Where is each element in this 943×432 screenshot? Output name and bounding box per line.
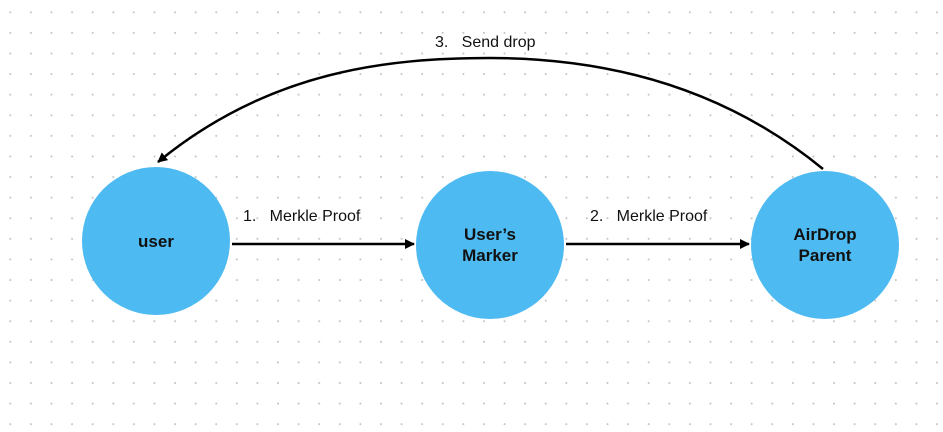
node-user: user [82, 167, 230, 315]
edge-label-send-drop: 3. Send drop [435, 34, 536, 51]
node-users-marker-label: User’s Marker [462, 225, 518, 265]
node-airdrop-parent-label: AirDrop Parent [793, 225, 857, 265]
node-users-marker: User’s Marker [416, 171, 564, 319]
node-airdrop-parent: AirDrop Parent [751, 171, 899, 319]
edge-label-merkle-proof-1: 1. Merkle Proof [243, 208, 361, 225]
edge-label-merkle-proof-2: 2. Merkle Proof [590, 208, 708, 225]
node-user-label: user [138, 231, 174, 251]
edge-parent-to-user [157, 56, 824, 170]
